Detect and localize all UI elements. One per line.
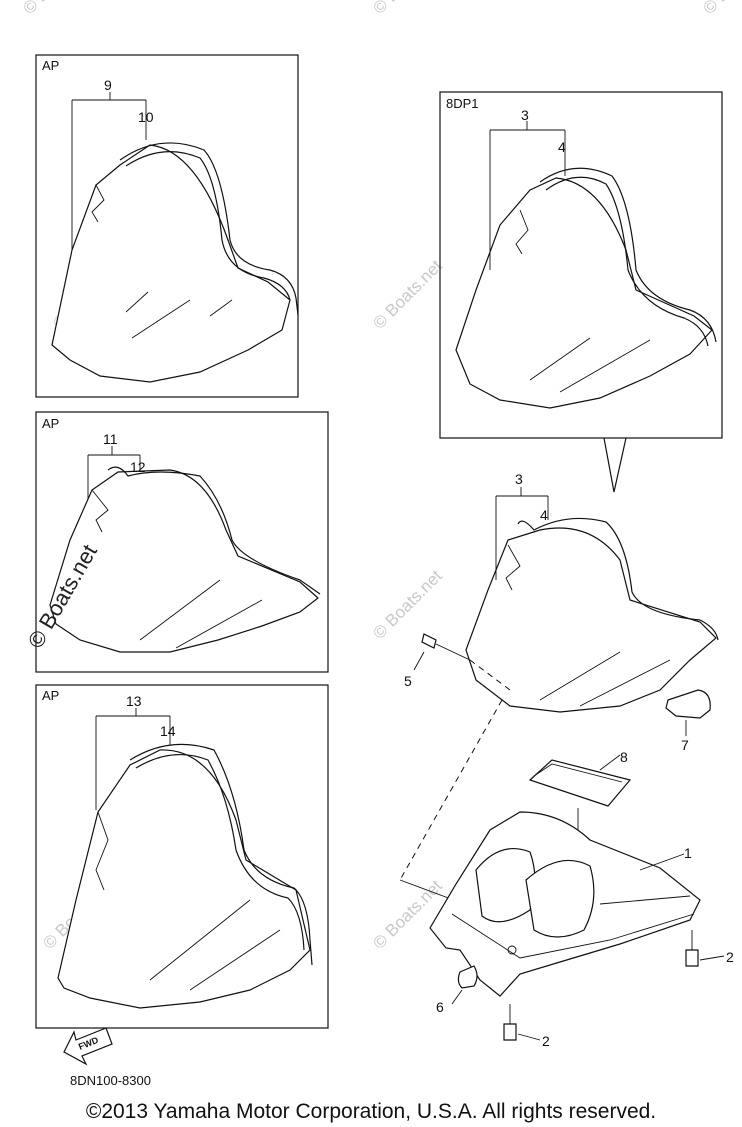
callout-1: 1 [684, 845, 692, 861]
callout-11: 11 [103, 431, 118, 447]
watermark-text: © Boats.net [369, 566, 446, 643]
nut-part-7: 7 [665, 689, 711, 753]
fwd-arrow-icon: FWD [63, 1027, 113, 1066]
grommet-part-6: 6 [436, 965, 478, 1015]
callout-12: 12 [130, 459, 146, 475]
copyright-notice: ©2013 Yamaha Motor Corporation, U.S.A. A… [85, 1100, 657, 1123]
variant-box-4: 8DP1 3 4 [439, 91, 723, 493]
variant-box-1: AP 9 10 [35, 54, 299, 398]
windshield-8dp1 [455, 177, 713, 409]
watermark-text: © Boats.net [19, 0, 96, 18]
callout-6: 6 [436, 999, 444, 1015]
trim-strip-part-12 [107, 466, 321, 595]
watermark-text: © Boats.net [369, 876, 446, 953]
trim-strip-8dp1 [539, 167, 717, 343]
decal-part-8: 8 [528, 749, 632, 858]
callout-3-main: 3 [515, 471, 523, 487]
variant-box-3: AP 13 14 [35, 684, 329, 1029]
callout-2-lower: 2 [542, 1033, 550, 1049]
bolt-part-2-upper: 2 [685, 930, 734, 967]
callout-13: 13 [126, 693, 142, 709]
variant-box-4-frame [439, 91, 723, 439]
windshield-part-3 [465, 527, 717, 713]
diagram-part-code: 8DN100-8300 [70, 1073, 151, 1088]
callout-3-box: 3 [521, 107, 529, 123]
variant-box-3-frame [35, 684, 329, 1029]
variant-box-1-label: AP [42, 58, 59, 73]
variant-box-2-label: AP [42, 416, 59, 431]
trim-strip-part-10 [119, 142, 299, 316]
bolt-part-2-lower: 2 [503, 1004, 550, 1049]
callout-5: 5 [404, 673, 412, 689]
screw-part-5: 5 [404, 633, 511, 691]
callout-14: 14 [160, 723, 176, 739]
callout-2-upper: 2 [726, 949, 734, 965]
callout-4-box: 4 [558, 139, 566, 155]
variant-box-4-label: 8DP1 [446, 96, 479, 111]
callout-10: 10 [138, 109, 154, 125]
trim-strip-part-14 [129, 743, 313, 966]
callout-8: 8 [620, 749, 628, 765]
watermark-text: © Boats.net [369, 0, 446, 18]
callout-4-main: 4 [540, 507, 548, 523]
cowling-part-1: 1 [429, 811, 701, 997]
variant-box-2-frame [35, 411, 329, 673]
callout-9: 9 [104, 77, 112, 93]
windshield-part-9 [51, 144, 291, 383]
variant-box-1-frame [35, 54, 299, 398]
watermark-text: © Boats.net [369, 256, 446, 333]
windshield-part-13 [57, 749, 311, 1009]
trim-strip-part-4 [517, 517, 719, 641]
variant-box-3-label: AP [42, 688, 59, 703]
main-assembly: 3 4 5 7 8 [399, 471, 734, 1049]
watermark-text: © Boats.net [699, 0, 742, 18]
variant-box-2: AP 11 12 © Boats.net [23, 411, 329, 673]
callout-7: 7 [681, 737, 689, 753]
